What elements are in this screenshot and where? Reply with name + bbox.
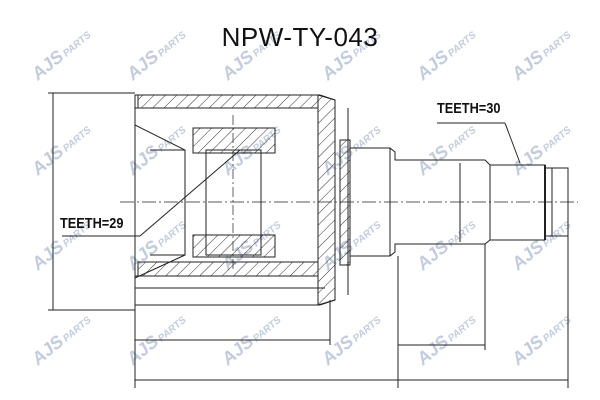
trunnion-cap	[192, 127, 276, 154]
housing-top-hatch	[137, 94, 319, 109]
teeth-30-label: TEETH=30	[437, 100, 501, 117]
spline-section	[489, 164, 546, 241]
output-shaft	[350, 147, 569, 257]
housing-wall-hatch	[317, 94, 336, 306]
teeth-29-label: TEETH=29	[60, 215, 124, 232]
flange	[339, 139, 351, 266]
part-number-title: NPW-TY-043	[221, 22, 379, 52]
